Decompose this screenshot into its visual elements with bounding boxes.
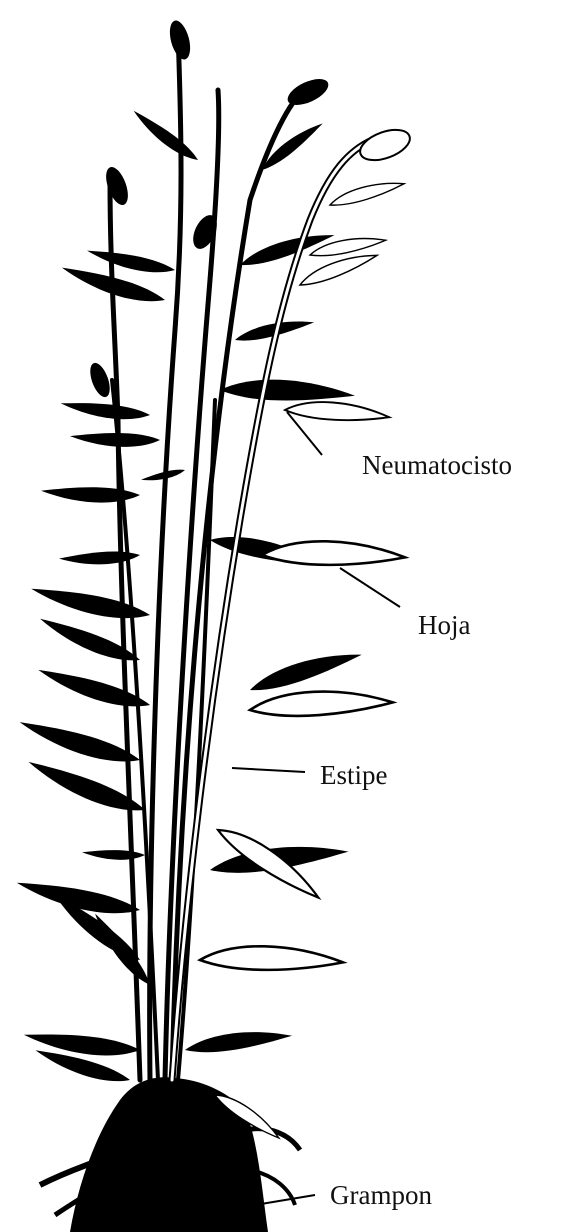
label-neumatocisto: Neumatocisto	[362, 452, 512, 479]
leader-hoja	[340, 568, 400, 607]
label-hoja: Hoja	[418, 612, 470, 639]
leader-lines	[232, 412, 400, 1205]
leader-grampon	[255, 1195, 315, 1205]
dark-pneumatocysts	[86, 18, 332, 399]
leader-estipe	[232, 768, 305, 772]
white-pneumatocyst	[356, 124, 414, 166]
label-estipe: Estipe	[320, 762, 388, 789]
holdfast	[40, 1077, 300, 1232]
label-grampon: Grampon	[330, 1182, 432, 1209]
white-stipe	[172, 140, 372, 1080]
